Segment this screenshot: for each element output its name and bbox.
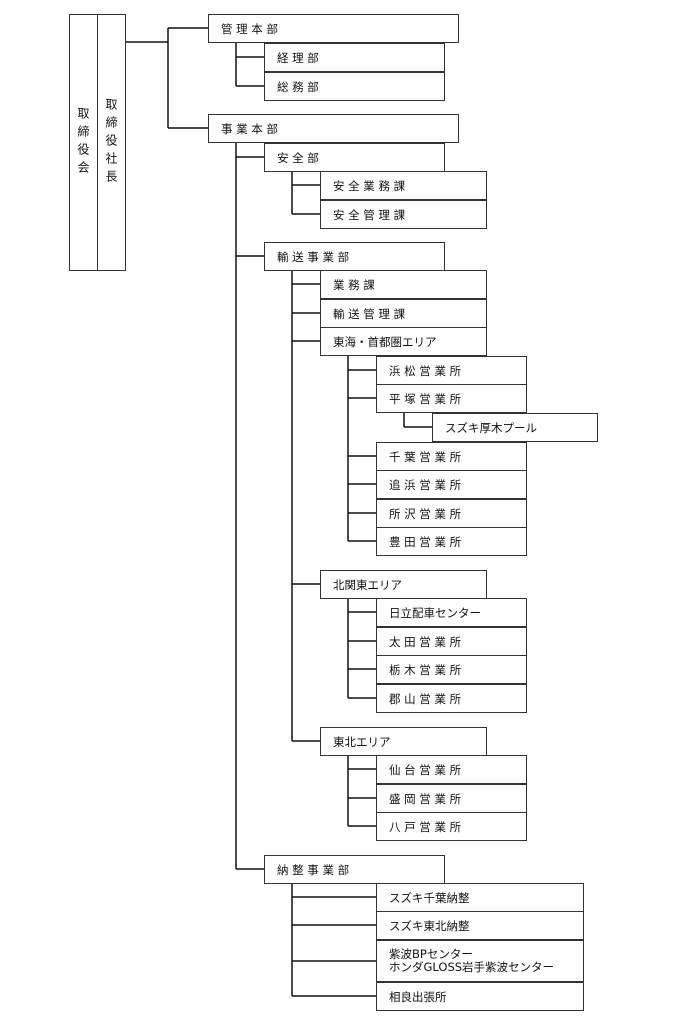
hachinohe-office-label: 八 戸 営 業 所 [389,819,462,834]
atsugi-pool-label: スズキ厚木プール [445,420,537,435]
safety-dept-label: 安 全 部 [277,150,319,165]
board-box: 取締役会 [69,14,98,271]
delivery-dept-label: 納 整 事 業 部 [277,862,350,877]
aira-branch-label: 相良出張所 [389,989,447,1004]
aira-branch: 相良出張所 [376,982,584,1011]
hiratsuka-office-label: 平 塚 営 業 所 [389,391,462,406]
kitakanto-area: 北関東エリア [320,570,487,599]
safety-mgmt-section: 安 全 管 理 課 [320,200,487,229]
koriyama-office-label: 郡 山 営 業 所 [389,691,462,706]
suzuki-chiba-delivery-label: スズキ千葉納整 [389,890,470,905]
morioka-office-label: 盛 岡 営 業 所 [389,791,462,806]
chiba-office-label: 千 葉 営 業 所 [389,449,462,464]
koriyama-office: 郡 山 営 業 所 [376,684,527,713]
safety-ops-section-label: 安 全 業 務 課 [333,178,406,193]
tohoku-area: 東北エリア [320,727,487,756]
business-division: 事 業 本 部 [208,114,459,143]
shiwa-bp-center-label: 紫波BPセンター [389,947,473,961]
safety-ops-section: 安 全 業 務 課 [320,171,487,200]
hachinohe-office: 八 戸 営 業 所 [376,812,527,841]
honda-gloss-center-label: ホンダGLOSS岩手紫波センター [389,960,555,974]
president-box: 取締役社長 [97,14,126,271]
admin-dept-label: 管 理 本 部 [221,21,278,36]
hamamatsu-office: 浜 松 営 業 所 [376,356,527,385]
sendai-office: 仙 台 営 業 所 [376,755,527,784]
tochigi-office-label: 栃 木 営 業 所 [389,662,462,677]
safety-mgmt-section-label: 安 全 管 理 課 [333,207,406,222]
hitachi-dispatch-center-label: 日立配車センター [389,605,481,620]
president-label: 取締役社長 [104,97,118,188]
ota-office-label: 太 田 営 業 所 [389,634,462,649]
oppama-office: 追 浜 営 業 所 [376,470,527,499]
sendai-office-label: 仙 台 営 業 所 [389,762,462,777]
hamamatsu-office-label: 浜 松 営 業 所 [389,363,462,378]
tokai-area: 東海・首都圏エリア [320,327,487,356]
admin-dept: 管 理 本 部 [208,14,459,43]
suzuki-tohoku-delivery: スズキ東北納整 [376,911,584,940]
hiratsuka-office: 平 塚 営 業 所 [376,384,527,413]
transport-mgmt-section-label: 輸 送 管 理 課 [333,306,406,321]
general-affairs-dept: 総 務 部 [264,72,445,101]
accounting-dept-label: 経 理 部 [277,50,319,65]
general-affairs-dept-label: 総 務 部 [277,79,319,94]
board-label: 取締役会 [76,106,90,179]
suzuki-tohoku-delivery-label: スズキ東北納整 [389,918,470,933]
hitachi-dispatch-center: 日立配車センター [376,598,527,627]
toyota-office-label: 豊 田 営 業 所 [389,534,462,549]
delivery-dept: 納 整 事 業 部 [264,855,445,884]
chiba-office: 千 葉 営 業 所 [376,442,527,471]
tochigi-office: 栃 木 営 業 所 [376,655,527,684]
transport-ops-section: 業 務 課 [320,270,487,299]
transport-dept-label: 輸 送 事 業 部 [277,249,350,264]
tokai-area-label: 東海・首都圏エリア [333,334,437,349]
kitakanto-area-label: 北関東エリア [333,577,402,592]
transport-dept: 輸 送 事 業 部 [264,242,445,271]
accounting-dept: 経 理 部 [264,43,445,72]
suzuki-chiba-delivery: スズキ千葉納整 [376,883,584,912]
transport-mgmt-section: 輸 送 管 理 課 [320,299,487,328]
business-division-label: 事 業 本 部 [221,121,278,136]
oppama-office-label: 追 浜 営 業 所 [389,477,462,492]
tohoku-area-label: 東北エリア [333,734,391,749]
morioka-office: 盛 岡 営 業 所 [376,784,527,813]
ota-office: 太 田 営 業 所 [376,627,527,656]
tokorozawa-office-label: 所 沢 営 業 所 [389,506,462,521]
transport-ops-section-label: 業 務 課 [333,277,375,292]
atsugi-pool: スズキ厚木プール [432,413,598,442]
safety-dept: 安 全 部 [264,143,445,172]
toyota-office: 豊 田 営 業 所 [376,527,527,556]
tokorozawa-office: 所 沢 営 業 所 [376,499,527,528]
shiwa-centers: 紫波BPセンター ホンダGLOSS岩手紫波センター [376,940,584,982]
